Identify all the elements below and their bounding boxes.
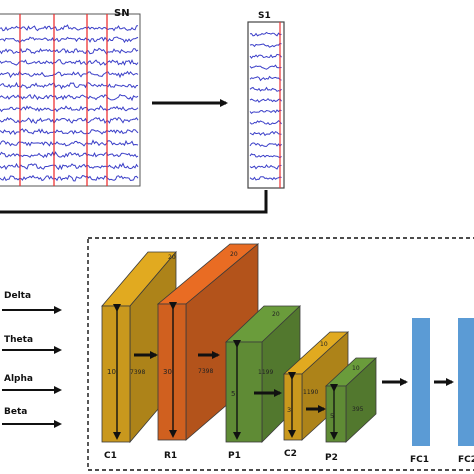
eeg-trace	[0, 24, 139, 32]
eeg-panel-frame	[0, 13, 141, 187]
band-label-delta: Delta	[4, 291, 31, 301]
segment-trace	[249, 31, 282, 37]
label-sn: SN	[114, 8, 130, 19]
segment-trace	[249, 176, 282, 181]
segment-trace	[249, 86, 282, 92]
p1-name: P1	[228, 451, 241, 461]
segment-trace	[249, 120, 282, 126]
eeg-segment-panel: S1	[247, 11, 285, 189]
eeg-trace	[0, 116, 139, 125]
c2-height-label: 3	[287, 406, 291, 414]
connector-line	[0, 190, 268, 214]
segment-trace	[249, 64, 282, 70]
eeg-trace	[0, 104, 139, 113]
r1-height-label: 30	[163, 368, 172, 376]
segment-trace	[249, 109, 282, 115]
c1-width-label: 7398	[130, 369, 145, 376]
segment-frame	[247, 21, 285, 189]
c2-name: C2	[284, 449, 297, 459]
eeg-trace	[0, 81, 139, 90]
segment-trace	[249, 97, 282, 103]
p1-height-label: 5	[231, 390, 235, 398]
c2-width-label: 1190	[303, 389, 318, 396]
segment-trace	[249, 53, 282, 59]
band-label-alpha: Alpha	[4, 374, 33, 384]
band-label-beta: Beta	[4, 407, 27, 417]
eeg-trace	[0, 58, 139, 66]
p2-name: P2	[325, 453, 338, 463]
p2-depth-label: 10	[352, 365, 360, 372]
segment-trace	[249, 153, 282, 159]
label-s1: S1	[258, 11, 271, 21]
fc1-bar	[412, 318, 430, 446]
eeg-trace	[0, 93, 139, 102]
segment-trace	[249, 75, 282, 82]
r1-name: R1	[164, 451, 177, 461]
r1-depth-label: 20	[230, 251, 238, 258]
segment-trace	[249, 131, 282, 137]
segment-traces	[249, 31, 282, 181]
fc2-name: FC2	[458, 455, 474, 465]
fc2-bar	[458, 318, 474, 446]
c1-depth-label: 20	[168, 254, 176, 261]
eeg-trace	[0, 70, 139, 79]
eeg-multichannel-panel: SN	[0, 8, 141, 187]
segment-trace	[249, 42, 282, 48]
c2-depth-label: 10	[320, 341, 328, 348]
eeg-trace	[0, 139, 139, 147]
segment-trace	[249, 164, 282, 170]
eeg-trace	[0, 128, 139, 136]
eeg-trace	[0, 174, 139, 182]
layer-c2: 3 1190 10 C2	[282, 331, 350, 459]
eeg-trace	[0, 36, 139, 44]
r1-width-label: 7398	[198, 368, 213, 375]
p2-width-label: 395	[352, 406, 364, 413]
frequency-band-inputs: Delta Theta Alpha Beta	[2, 291, 62, 428]
p2-height-label: 5	[330, 412, 334, 420]
eeg-trace	[0, 162, 139, 171]
eeg-trace	[0, 47, 139, 55]
eeg-traces	[0, 24, 139, 182]
p1-width-label: 1199	[258, 369, 273, 376]
p2-front-face	[325, 385, 347, 443]
eeg-trace	[0, 151, 139, 159]
layer-fc2: FC2	[458, 318, 474, 465]
band-label-theta: Theta	[4, 335, 33, 345]
c1-height-label: 10	[107, 368, 116, 376]
c1-name: C1	[104, 451, 117, 461]
layer-p2: 5 395 10 P2	[324, 357, 378, 463]
p1-depth-label: 20	[272, 311, 280, 318]
cnn-dashed-frame	[87, 237, 474, 471]
layer-fc1: FC1	[410, 318, 430, 465]
segment-trace	[249, 142, 282, 148]
fc1-name: FC1	[410, 455, 429, 465]
